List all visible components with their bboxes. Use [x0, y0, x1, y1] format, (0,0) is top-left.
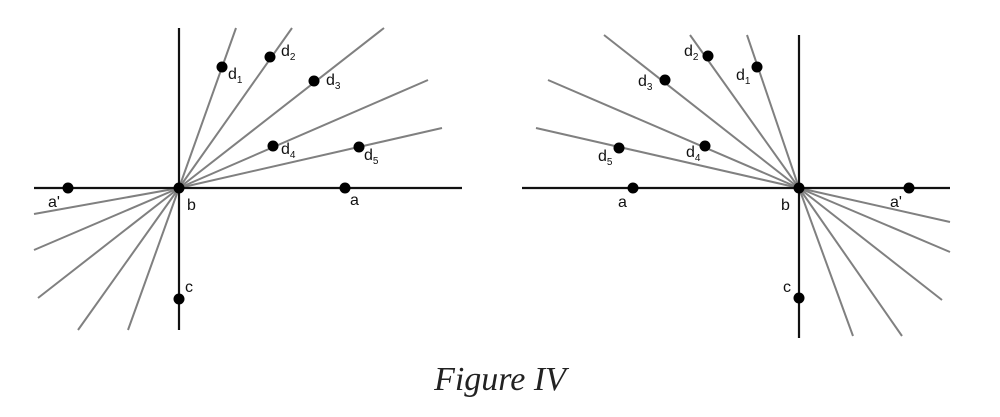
- left-ray-d1: [178, 27, 237, 189]
- left-label-a: a: [350, 192, 359, 209]
- right-point-a: [627, 182, 639, 194]
- right-point-d3: [659, 74, 671, 86]
- left-label-d1: d1: [228, 66, 243, 86]
- right-label-d4: d4: [686, 144, 701, 164]
- right-ray-lower-3: [798, 187, 943, 301]
- left-point-a: [339, 182, 351, 194]
- right-point-d1: [751, 61, 763, 73]
- right-ray-d3: [603, 34, 800, 189]
- right-point-d4: [699, 140, 711, 152]
- left-point-a-prime: [62, 182, 74, 194]
- right-ray-upper-4: [547, 79, 800, 189]
- left-label-d5: d5: [364, 147, 379, 167]
- left-point-d2: [264, 51, 276, 63]
- right-point-c: [793, 292, 805, 304]
- right-point-b: [793, 182, 805, 194]
- left-label-a-prime: a': [48, 194, 60, 211]
- left-point-d5: [353, 141, 365, 153]
- right-point-d5: [613, 142, 625, 154]
- right-ray-lower-5: [798, 187, 854, 337]
- right-label-d3: d3: [638, 73, 653, 93]
- left-point-d4: [267, 140, 279, 152]
- right-label-a-prime: a': [890, 194, 902, 211]
- left-point-d1: [216, 61, 228, 73]
- left-label-d3: d3: [326, 72, 341, 92]
- right-ray-lower-2: [798, 187, 951, 253]
- right-ray-lower-4: [798, 187, 903, 337]
- right-label-a: a: [618, 194, 627, 211]
- right-ray-d1: [746, 34, 800, 189]
- right-label-d2: d2: [684, 43, 699, 63]
- left-ray-lower-2: [33, 187, 180, 251]
- left-ray-upper-4: [178, 79, 429, 189]
- left-ray-lower-3: [37, 187, 180, 299]
- right-label-d1: d1: [736, 67, 751, 87]
- left-panel: b a a' c d1 d2 d3 d4 d5: [33, 27, 462, 331]
- right-panel: b a a' c d1 d2 d3 d4 d5: [522, 34, 951, 338]
- left-label-d4: d4: [281, 141, 296, 161]
- right-label-d5: d5: [598, 148, 613, 168]
- left-point-d3: [308, 75, 320, 87]
- right-label-c: c: [783, 279, 791, 296]
- right-point-a-prime: [903, 182, 915, 194]
- left-label-c: c: [185, 279, 193, 296]
- left-ray-lower-4: [77, 187, 180, 331]
- left-ray-lower-1: [33, 187, 180, 215]
- left-point-b: [173, 182, 185, 194]
- left-ray-d3: [178, 27, 385, 189]
- right-ray-lower-1: [798, 187, 951, 223]
- left-point-c: [173, 293, 185, 305]
- right-label-b: b: [781, 197, 790, 214]
- left-ray-d5: [178, 127, 443, 189]
- figure-caption: Figure IV: [433, 361, 570, 398]
- right-point-d2: [702, 50, 714, 62]
- left-ray-lower-5: [127, 187, 180, 331]
- left-label-b: b: [187, 197, 196, 214]
- right-ray-d5: [535, 127, 800, 189]
- left-label-d2: d2: [281, 43, 296, 63]
